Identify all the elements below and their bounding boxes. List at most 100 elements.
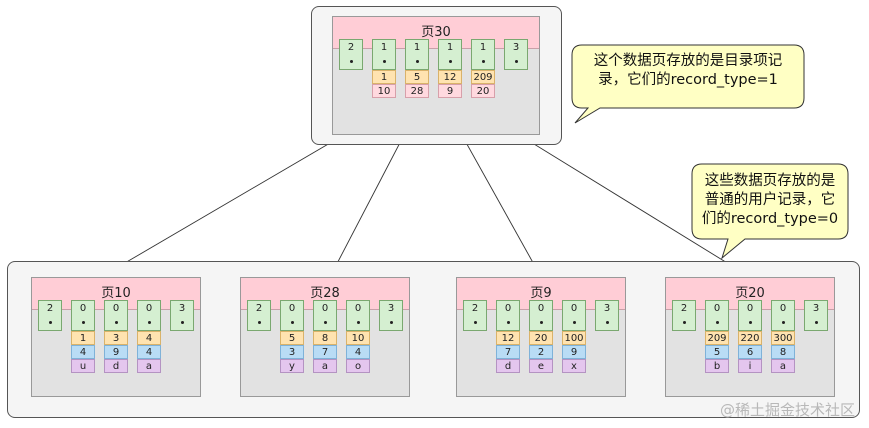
record: 2 <box>339 39 363 70</box>
next-record-pointer-dot <box>748 321 752 324</box>
callout-text-directory: 这个数据页存放的是目录项记 录，它们的record_type=1 <box>593 53 783 88</box>
record: 0 <box>71 300 95 331</box>
record-field-c2: 7 <box>496 345 520 359</box>
record-n-owned: 0 <box>145 303 153 314</box>
record-n-owned: 3 <box>387 303 395 314</box>
next-record-pointer-dot <box>147 321 151 324</box>
next-record-pointer-dot <box>114 321 118 324</box>
record-field-c3: d <box>496 359 520 373</box>
record: 1 <box>438 39 462 70</box>
record-field-c1: 220 <box>738 331 762 345</box>
record-field-page: 28 <box>405 84 429 98</box>
record: 2 <box>463 300 487 331</box>
callout-bubble-user-records <box>691 163 849 260</box>
record-field-key: 1 <box>372 70 396 84</box>
record: 0 <box>705 300 729 331</box>
record-n-owned: 1 <box>479 42 487 53</box>
record-field-c1: 4 <box>137 331 161 345</box>
record-n-owned: 1 <box>380 42 388 53</box>
record-n-owned: 0 <box>713 303 721 314</box>
record-field-c1: 300 <box>771 331 795 345</box>
record-n-owned: 0 <box>112 303 120 314</box>
record-field-c1: 12 <box>496 331 520 345</box>
record-field-c2: 9 <box>104 345 128 359</box>
record-field-c3: o <box>346 359 370 373</box>
next-record-pointer-dot <box>715 321 719 324</box>
record-n-owned: 2 <box>46 303 54 314</box>
record-field-c3: a <box>137 359 161 373</box>
record: 3 <box>804 300 828 331</box>
next-record-pointer-dot <box>389 321 393 324</box>
record: 0 <box>280 300 304 331</box>
record-n-owned: 2 <box>347 42 355 53</box>
next-record-pointer-dot <box>180 321 184 324</box>
next-record-pointer-dot <box>781 321 785 324</box>
record: 0 <box>104 300 128 331</box>
record-n-owned: 1 <box>446 42 454 53</box>
next-record-pointer-dot <box>81 321 85 324</box>
record-field-c1: 10 <box>346 331 370 345</box>
record-n-owned: 3 <box>178 303 186 314</box>
record-n-owned: 0 <box>354 303 362 314</box>
record-n-owned: 1 <box>413 42 421 53</box>
record-field-c1: 20 <box>529 331 553 345</box>
record-n-owned: 0 <box>746 303 754 314</box>
record-field-c2: 5 <box>705 345 729 359</box>
next-record-pointer-dot <box>481 60 485 63</box>
next-record-pointer-dot <box>323 321 327 324</box>
record-field-c2: 4 <box>71 345 95 359</box>
callout-bubble-directory <box>571 44 805 124</box>
next-record-pointer-dot <box>605 321 609 324</box>
record-field-c3: i <box>738 359 762 373</box>
record-field-c1: 100 <box>562 331 586 345</box>
record-field-c3: y <box>280 359 304 373</box>
record-n-owned: 0 <box>79 303 87 314</box>
record: 0 <box>562 300 586 331</box>
record-field-key: 12 <box>438 70 462 84</box>
next-record-pointer-dot <box>572 321 576 324</box>
record-n-owned: 0 <box>504 303 512 314</box>
record: 0 <box>313 300 337 331</box>
record-n-owned: 0 <box>321 303 329 314</box>
record-field-c3: x <box>562 359 586 373</box>
next-record-pointer-dot <box>257 321 261 324</box>
record-field-c1: 8 <box>313 331 337 345</box>
next-record-pointer-dot <box>48 321 52 324</box>
record-field-page: 20 <box>471 84 495 98</box>
record: 3 <box>170 300 194 331</box>
next-record-pointer-dot <box>349 60 353 63</box>
record-field-c3: d <box>104 359 128 373</box>
record: 2 <box>672 300 696 331</box>
record-field-c1: 1 <box>71 331 95 345</box>
record: 0 <box>496 300 520 331</box>
record-field-c1: 3 <box>104 331 128 345</box>
record-field-c3: b <box>705 359 729 373</box>
record-n-owned: 3 <box>603 303 611 314</box>
next-record-pointer-dot <box>415 60 419 63</box>
next-record-pointer-dot <box>473 321 477 324</box>
record-field-c2: 4 <box>346 345 370 359</box>
record: 0 <box>738 300 762 331</box>
record-field-c3: u <box>71 359 95 373</box>
record-n-owned: 2 <box>471 303 479 314</box>
record-field-c3: a <box>771 359 795 373</box>
record: 3 <box>379 300 403 331</box>
record: 3 <box>595 300 619 331</box>
next-record-pointer-dot <box>448 60 452 63</box>
record-field-key: 5 <box>405 70 429 84</box>
record-field-c3: a <box>313 359 337 373</box>
record-field-c2: 9 <box>562 345 586 359</box>
record: 0 <box>346 300 370 331</box>
record: 3 <box>504 39 528 70</box>
record-field-c2: 8 <box>771 345 795 359</box>
record-field-c2: 2 <box>529 345 553 359</box>
record-field-c1: 209 <box>705 331 729 345</box>
callout-text-user-records: 这些数据页存放的是 普通的用户记录，它 们的record_type=0 <box>701 173 839 227</box>
record-field-c2: 3 <box>280 345 304 359</box>
record-n-owned: 0 <box>537 303 545 314</box>
record: 1 <box>405 39 429 70</box>
